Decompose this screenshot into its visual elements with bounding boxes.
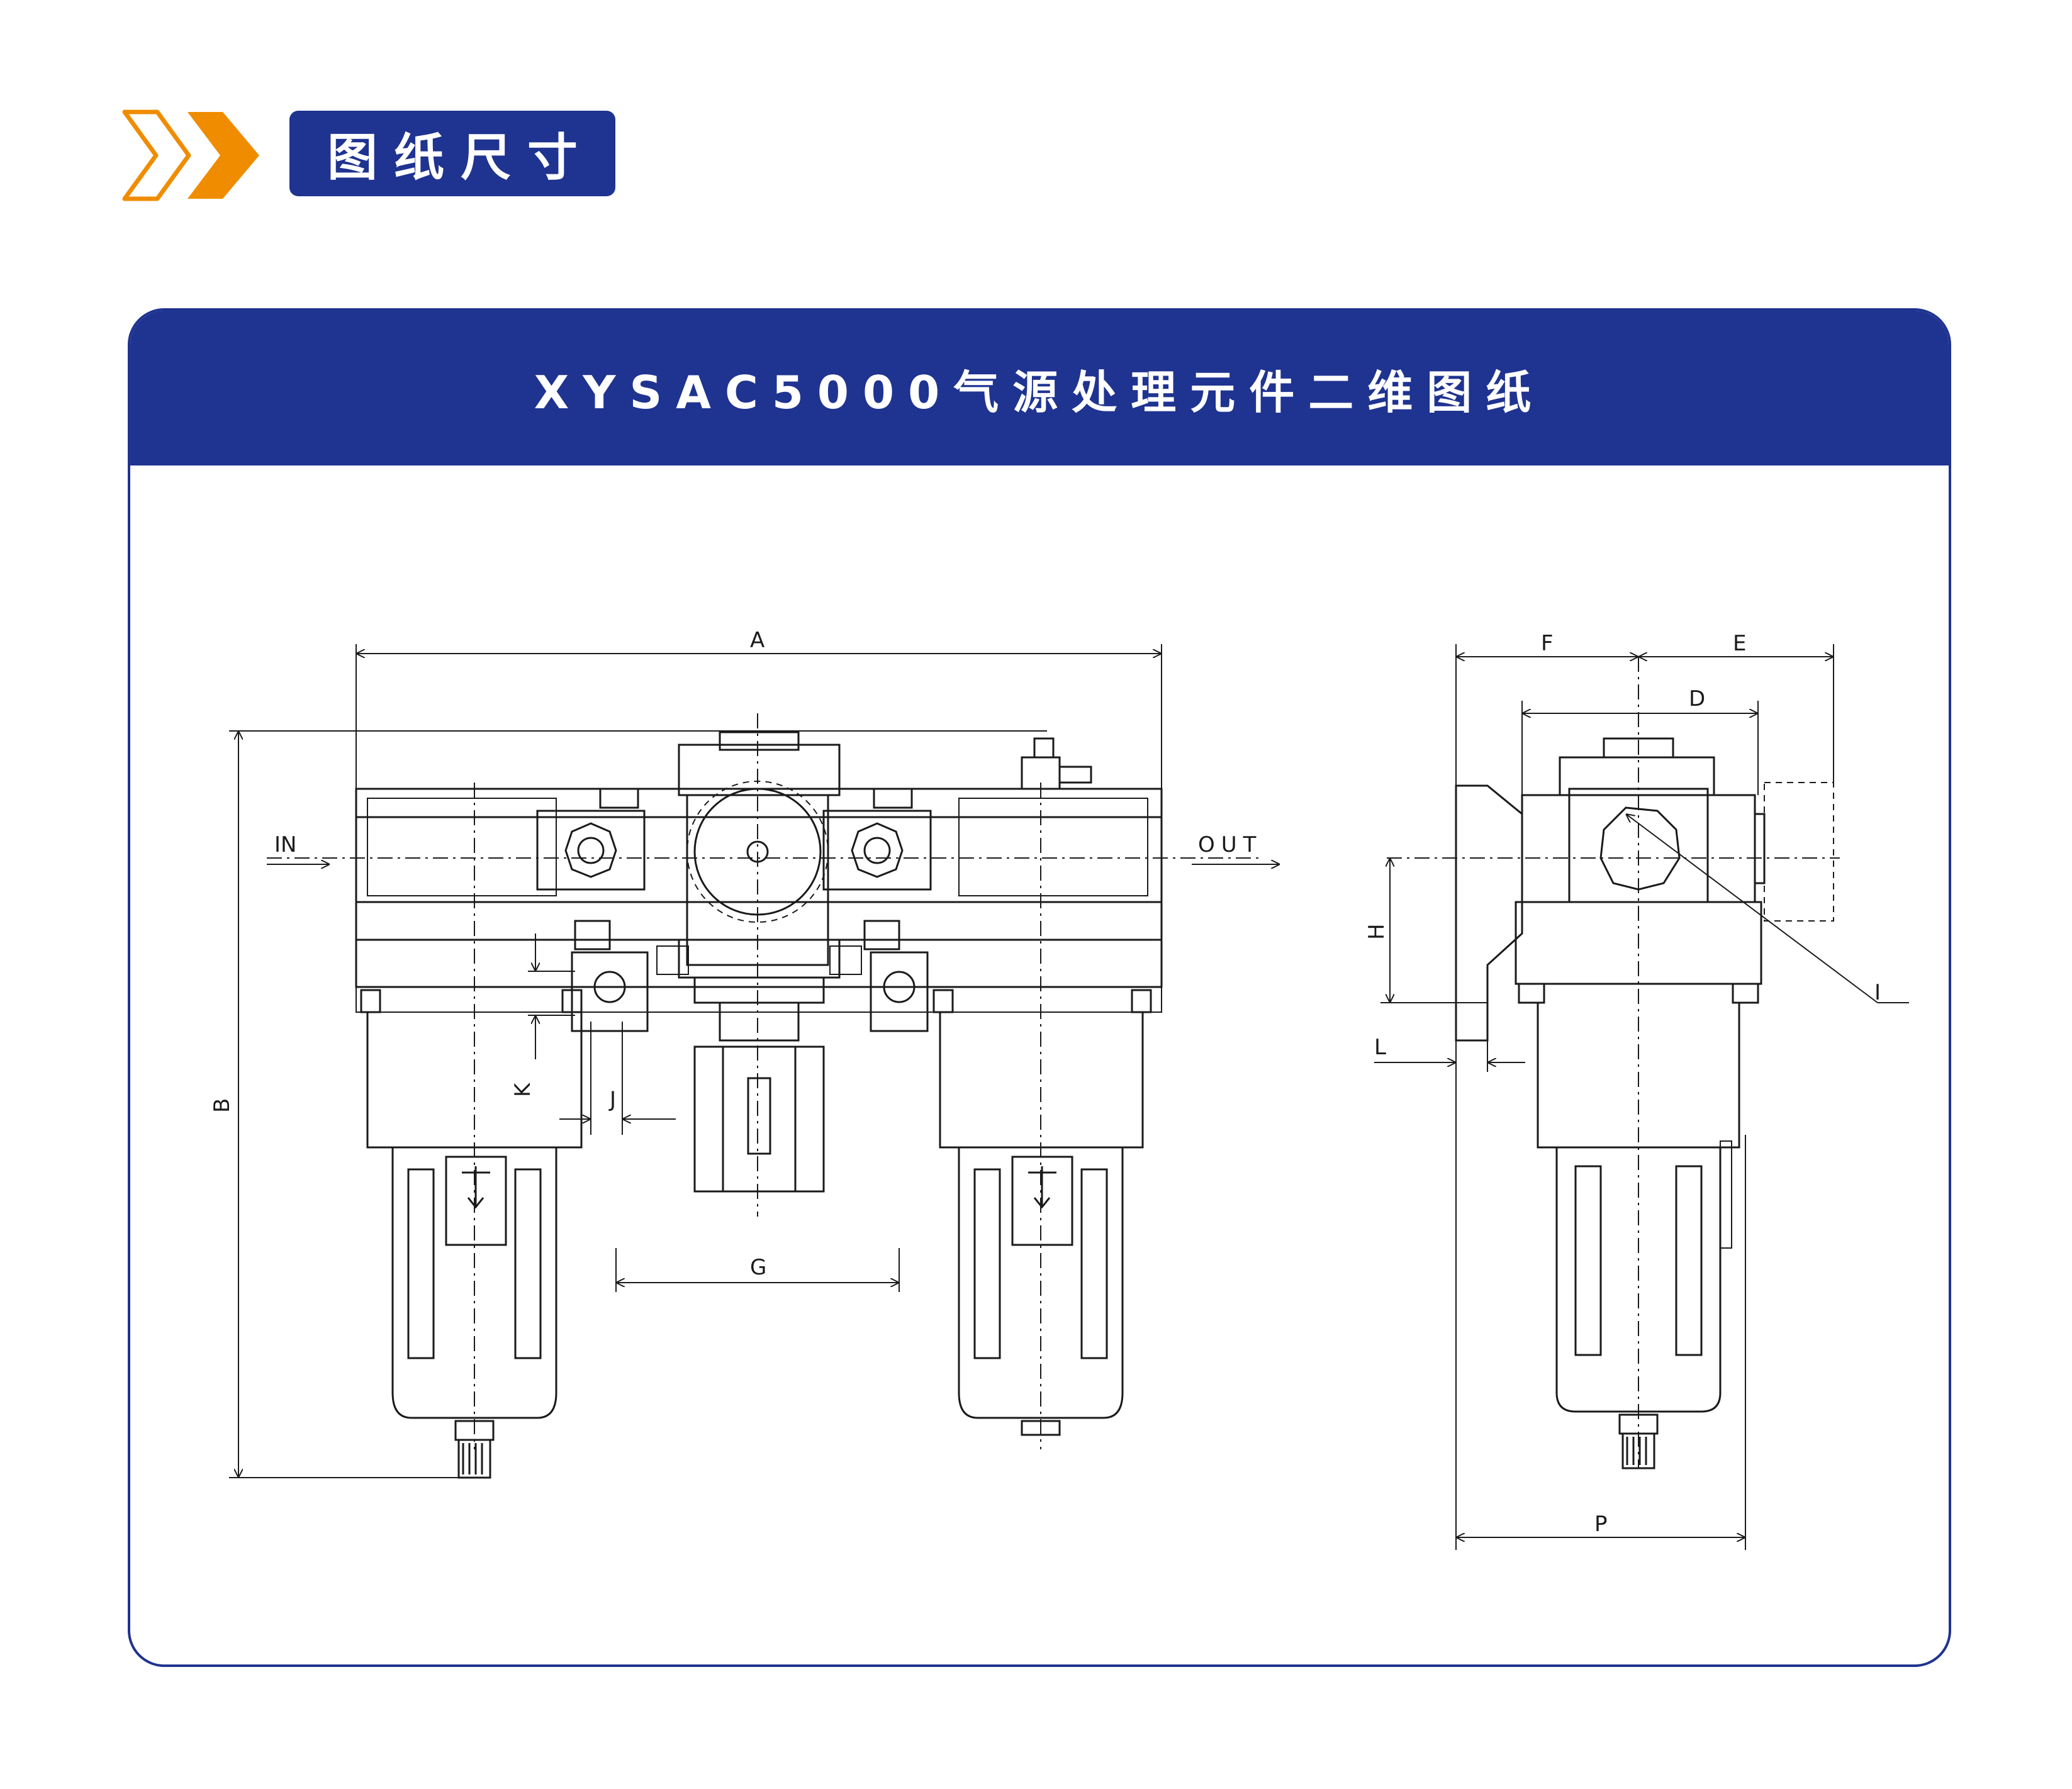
port-label-out: OUT [1198, 832, 1262, 857]
dim-label-F: F [1541, 631, 1554, 656]
dim-label-J: J [608, 1087, 616, 1112]
drawing-panel: XYSAC5000气源处理元件二维图纸 [128, 308, 1951, 1667]
dim-label-H: H [1364, 923, 1389, 940]
dim-label-B: B [210, 1098, 235, 1113]
front-dimension-labels: A B G J K IN OUT [210, 628, 1262, 1280]
section-tag: 图纸尺寸 [289, 111, 615, 196]
port-label-in: IN [274, 832, 296, 857]
side-dimension-labels: F E D H I L P [1364, 631, 1881, 1537]
technical-drawing: A B G J K IN OUT [210, 628, 1909, 1550]
dim-label-E: E [1733, 631, 1746, 656]
dim-label-I: I [1874, 980, 1881, 1005]
side-dimensions [1374, 644, 1909, 1550]
dim-label-P: P [1594, 1512, 1608, 1537]
dim-label-L: L [1374, 1035, 1386, 1060]
front-dimensions [229, 644, 1280, 1478]
dim-label-A: A [750, 628, 764, 653]
dim-label-G: G [750, 1255, 766, 1280]
front-view [267, 713, 1261, 1479]
side-view [1387, 657, 1840, 1469]
dim-label-D: D [1689, 686, 1705, 711]
dim-label-K: K [510, 1082, 535, 1097]
page-header: 图纸尺寸 [0, 0, 2072, 226]
panel-header: XYSAC5000气源处理元件二维图纸 [130, 311, 1949, 465]
panel-title: XYSAC5000气源处理元件二维图纸 [534, 365, 1545, 419]
double-chevron-right-icon [122, 109, 259, 201]
section-tag-label: 图纸尺寸 [327, 128, 594, 187]
